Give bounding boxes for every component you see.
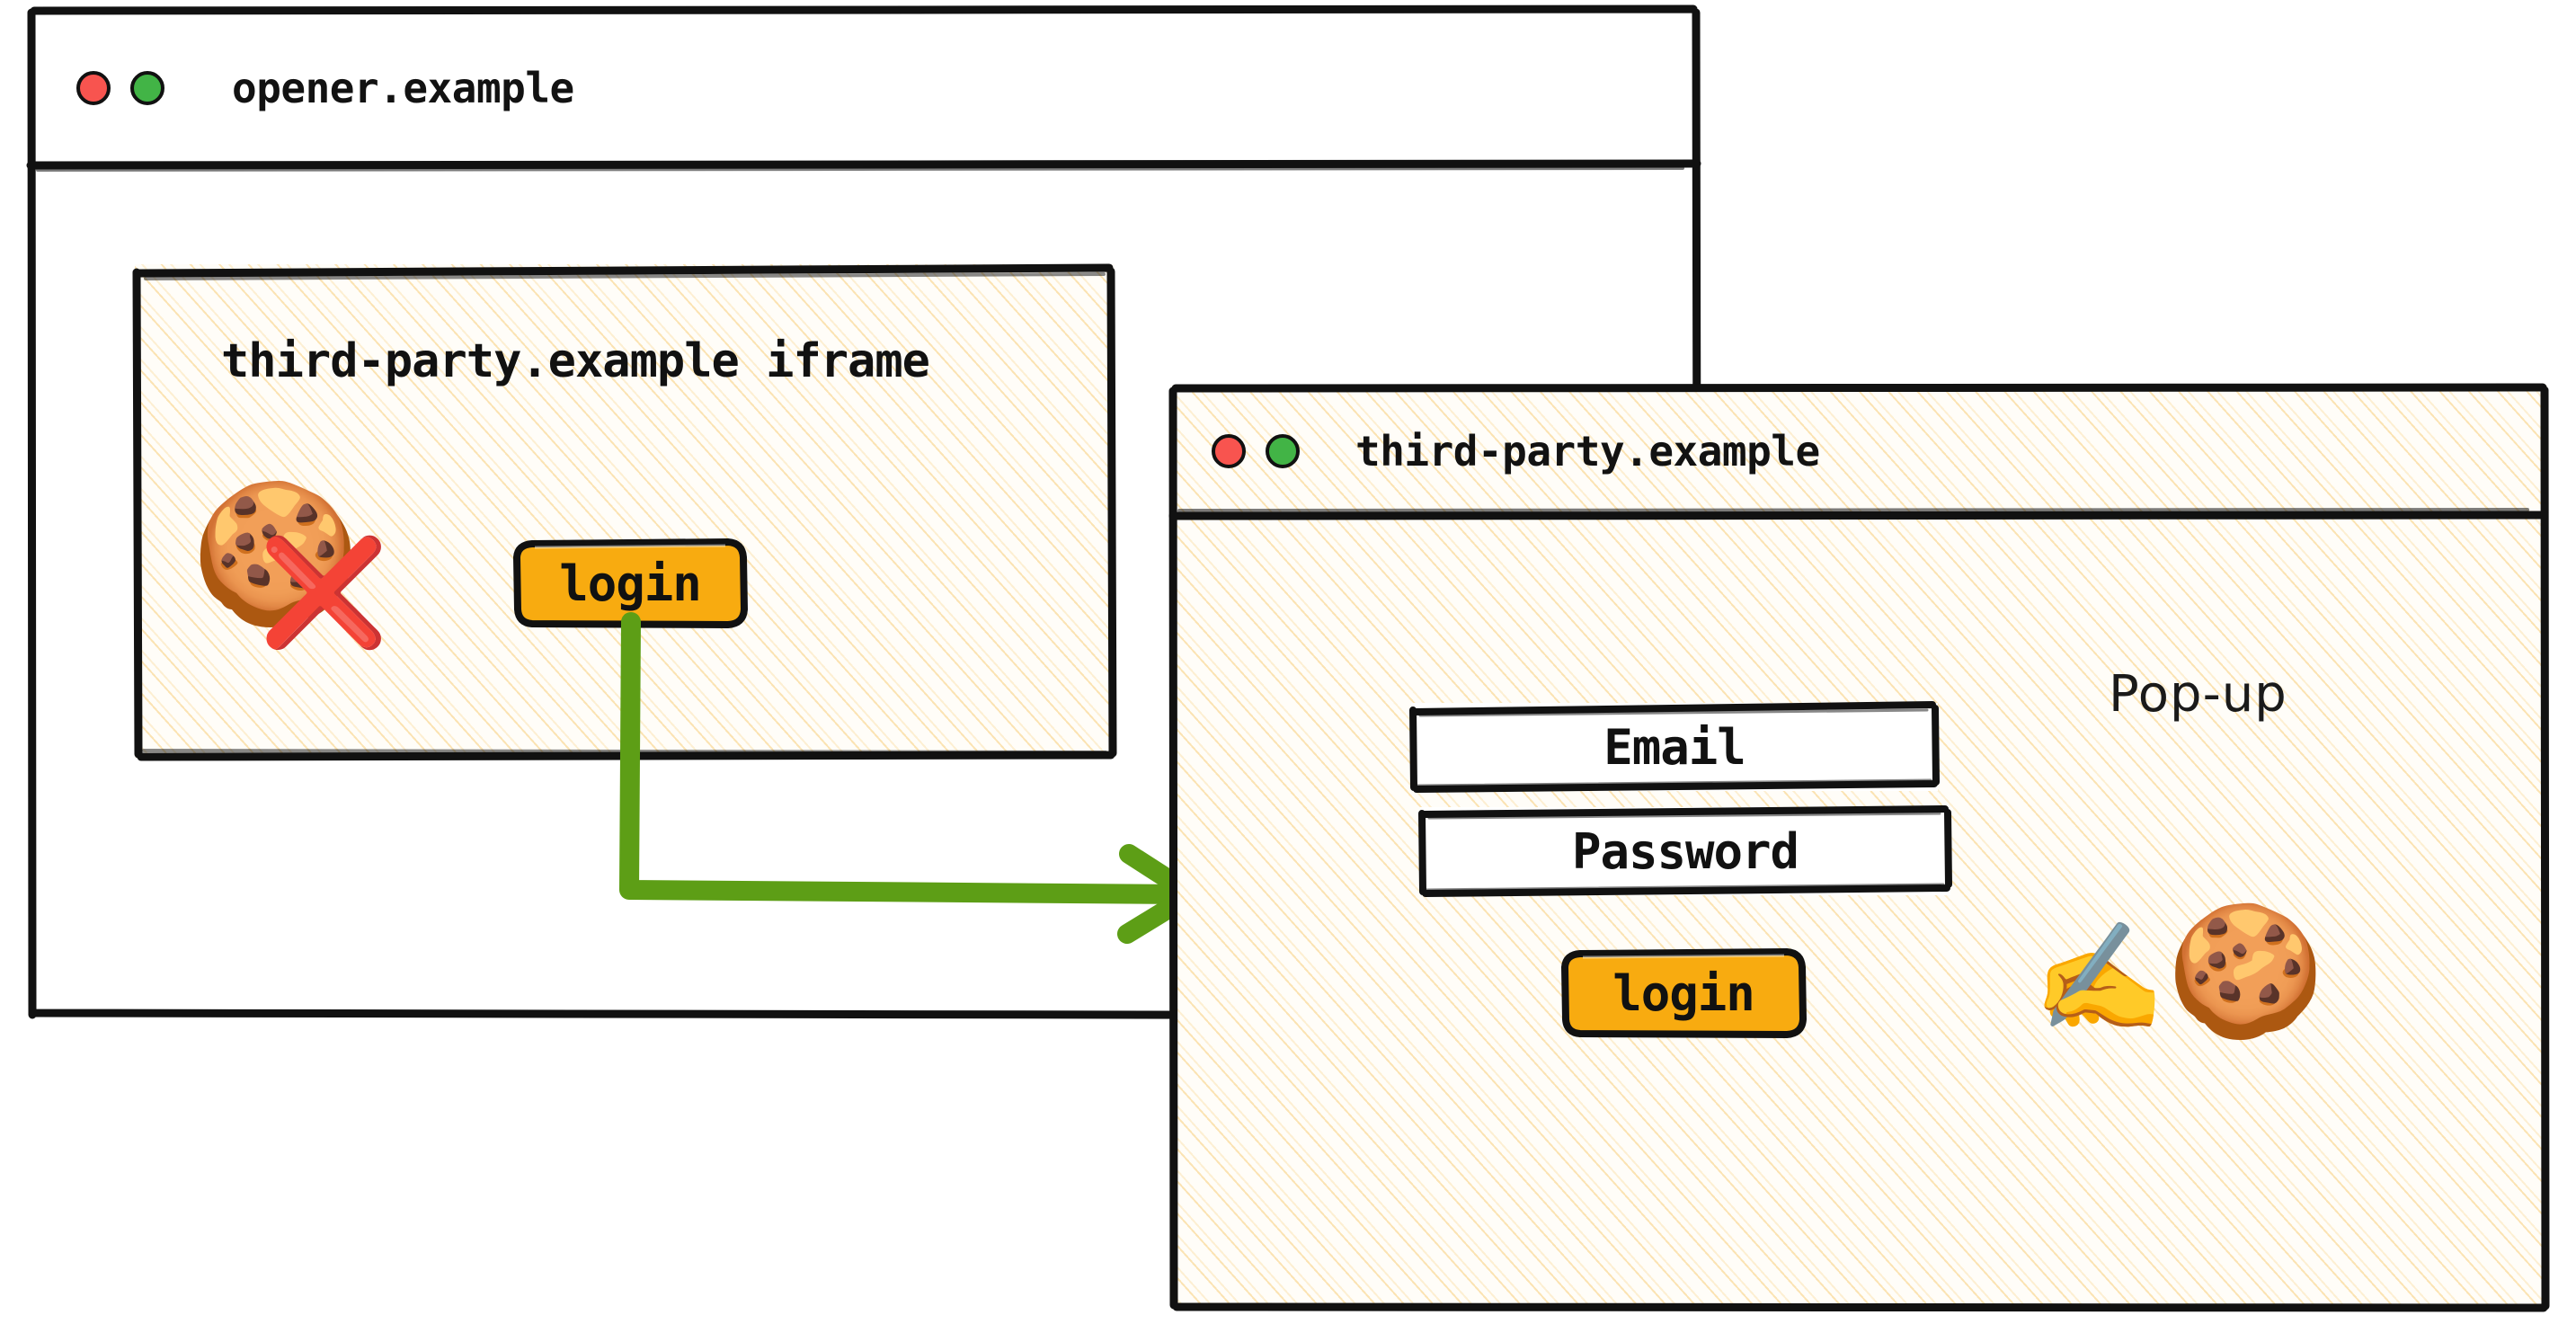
password-field-label: Password xyxy=(1571,822,1799,880)
cookie-icon: 🍪 xyxy=(191,474,361,633)
iframe-login-button[interactable]: login xyxy=(513,538,748,628)
popup-window-title: third-party.example xyxy=(1355,427,1820,475)
password-field[interactable]: Password xyxy=(1418,805,1952,897)
popup-titlebar: third-party.example xyxy=(1170,385,2547,518)
opener-titlebar: opener.example xyxy=(29,7,1699,169)
close-dot-icon[interactable] xyxy=(1212,434,1246,468)
popup-login-button-label: login xyxy=(1612,964,1755,1022)
cookie-icon: 🍪 xyxy=(2166,897,2325,1045)
iframe-login-button-label: login xyxy=(559,555,702,612)
iframe-origin-title: third-party.example iframe xyxy=(221,334,930,388)
popup-browser-window: third-party.example xyxy=(1168,383,2550,1312)
close-dot-icon[interactable] xyxy=(76,71,111,105)
popup-annotation-label: Pop-up xyxy=(2109,665,2287,724)
email-field[interactable]: Email xyxy=(1409,701,1940,793)
popup-login-button-shape xyxy=(1561,948,1807,1038)
writing-hand-icon: ✍️ xyxy=(2033,915,2165,1039)
opener-window-title: opener.example xyxy=(232,64,574,112)
email-field-label: Email xyxy=(1603,718,1746,776)
minimize-dot-icon[interactable] xyxy=(130,71,164,105)
blocked-cookie-group: 🍪 ❌ xyxy=(191,485,397,683)
signin-cookie-group: ✍️ 🍪 xyxy=(2033,908,2357,1070)
popup-login-button[interactable]: login xyxy=(1561,948,1807,1038)
minimize-dot-icon[interactable] xyxy=(1266,434,1300,468)
blocked-cross-icon: ❌ xyxy=(259,532,389,653)
